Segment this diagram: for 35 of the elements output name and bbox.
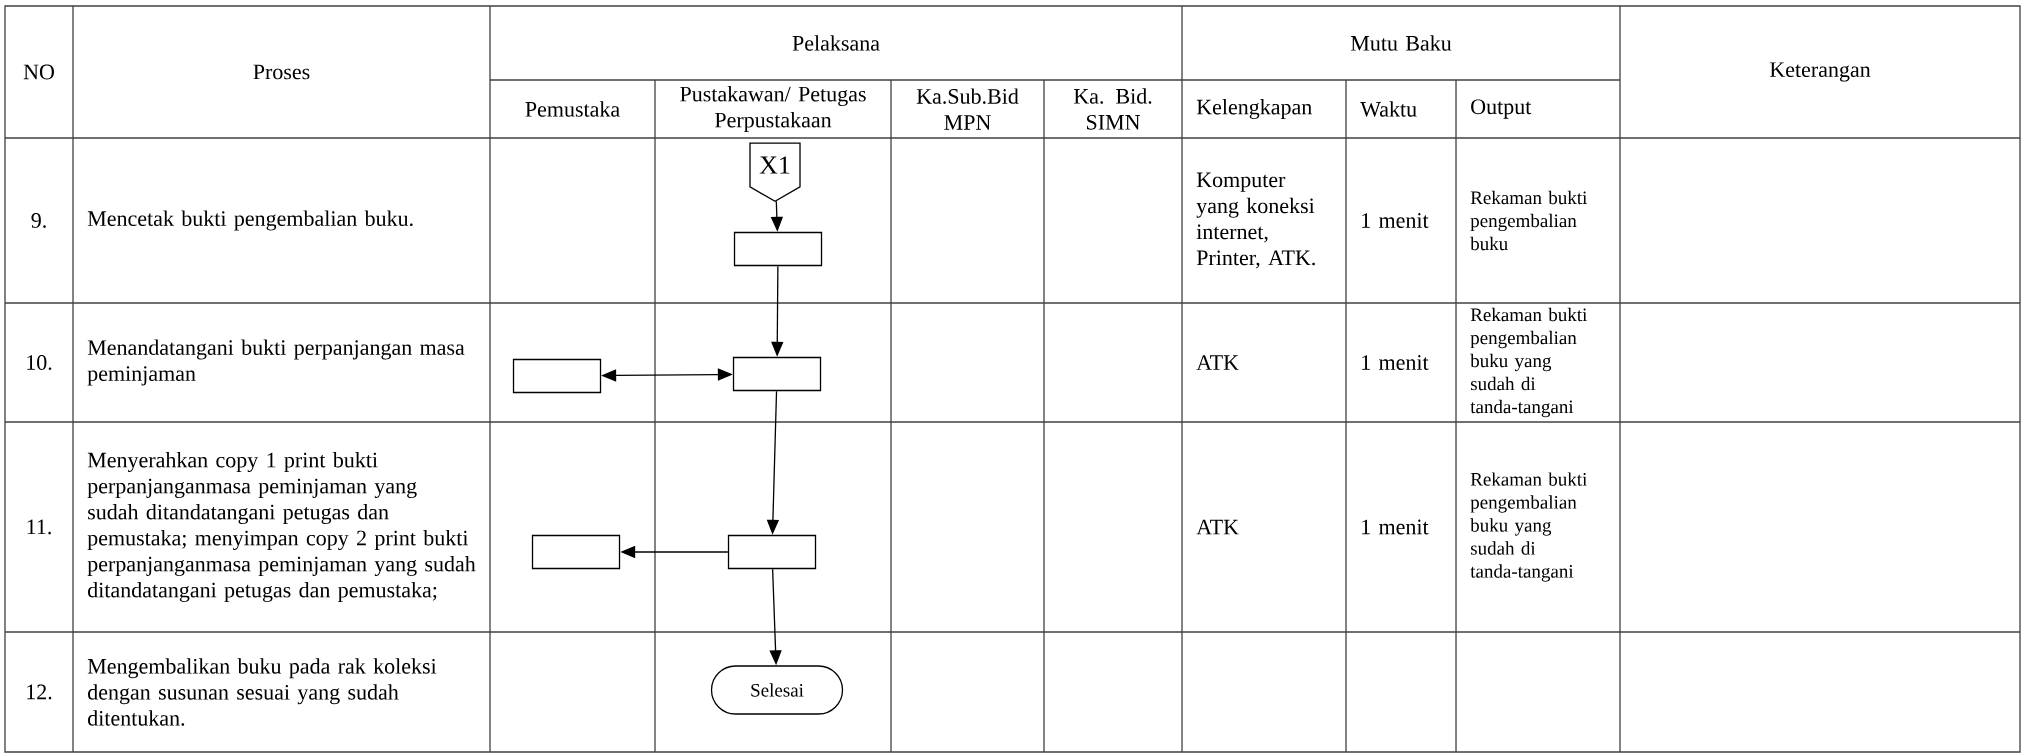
cell-text: Rekaman bukti pengembalian buku yang sudah di tanda-tangani <box>1470 472 1587 582</box>
process-text: Mencetak bukti pengembalian buku. <box>87 210 413 231</box>
column-header: Pustakawan/ Petugas Perpustakaan <box>680 86 866 132</box>
cell-text: 1 menit <box>1362 519 1429 535</box>
column-header: Output <box>1471 99 1532 119</box>
column-header: Pelaksana <box>792 35 880 51</box>
column-header: Waktu <box>1360 101 1417 117</box>
process-box <box>531 534 621 570</box>
cell-text: ATK <box>1196 355 1239 370</box>
terminator: Selesai <box>710 665 844 715</box>
row-number: 9. <box>31 213 46 228</box>
column-header: Keterangan <box>1769 62 1871 82</box>
column-header: Pemustaka <box>525 101 620 117</box>
column-header: Kelengkapan <box>1196 99 1312 119</box>
cell-text: Komputer yang koneksi internet, Printer, ATK. <box>1196 172 1315 269</box>
column-header: Mutu Baku <box>1350 35 1452 51</box>
row-number: 12. <box>27 684 52 700</box>
process-text: Mengembalikan buku pada rak koleksi dengan susunan sesuai yang sudah ditentukan. <box>87 658 437 726</box>
row-number: 11. <box>27 519 51 535</box>
cell-text: Rekaman bukti pengembalian buku yang sudah di tanda-tangani <box>1470 307 1587 418</box>
process-box <box>512 358 602 394</box>
column-header: NO <box>23 64 54 80</box>
column-header: Ka.Sub.Bid MPN <box>916 88 1019 130</box>
process-text: Menyerahkan copy 1 print bukti perpanjanganmasa peminjaman yang sudah ditandatangani petugas dan pemustaka; menyimpan copy 2 print bukti perpanjanganmasa peminjaman yang sudah ditandatangani petugas dan pemustaka; <box>87 452 476 602</box>
cell-text: 1 menit <box>1362 355 1429 370</box>
column-header: Ka. Bid. SIMN <box>1073 88 1152 130</box>
row-number: 10. <box>27 355 52 370</box>
process-box <box>727 534 817 570</box>
column-header: Proses <box>253 64 310 80</box>
process-box <box>732 356 822 392</box>
cell-text: 1 menit <box>1362 213 1429 228</box>
process-text: Menandatangani bukti perpanjangan masa peminjaman <box>87 339 465 386</box>
cell-text: Rekaman bukti pengembalian buku <box>1470 190 1587 251</box>
cell-text: ATK <box>1196 519 1239 535</box>
process-box <box>733 231 823 267</box>
